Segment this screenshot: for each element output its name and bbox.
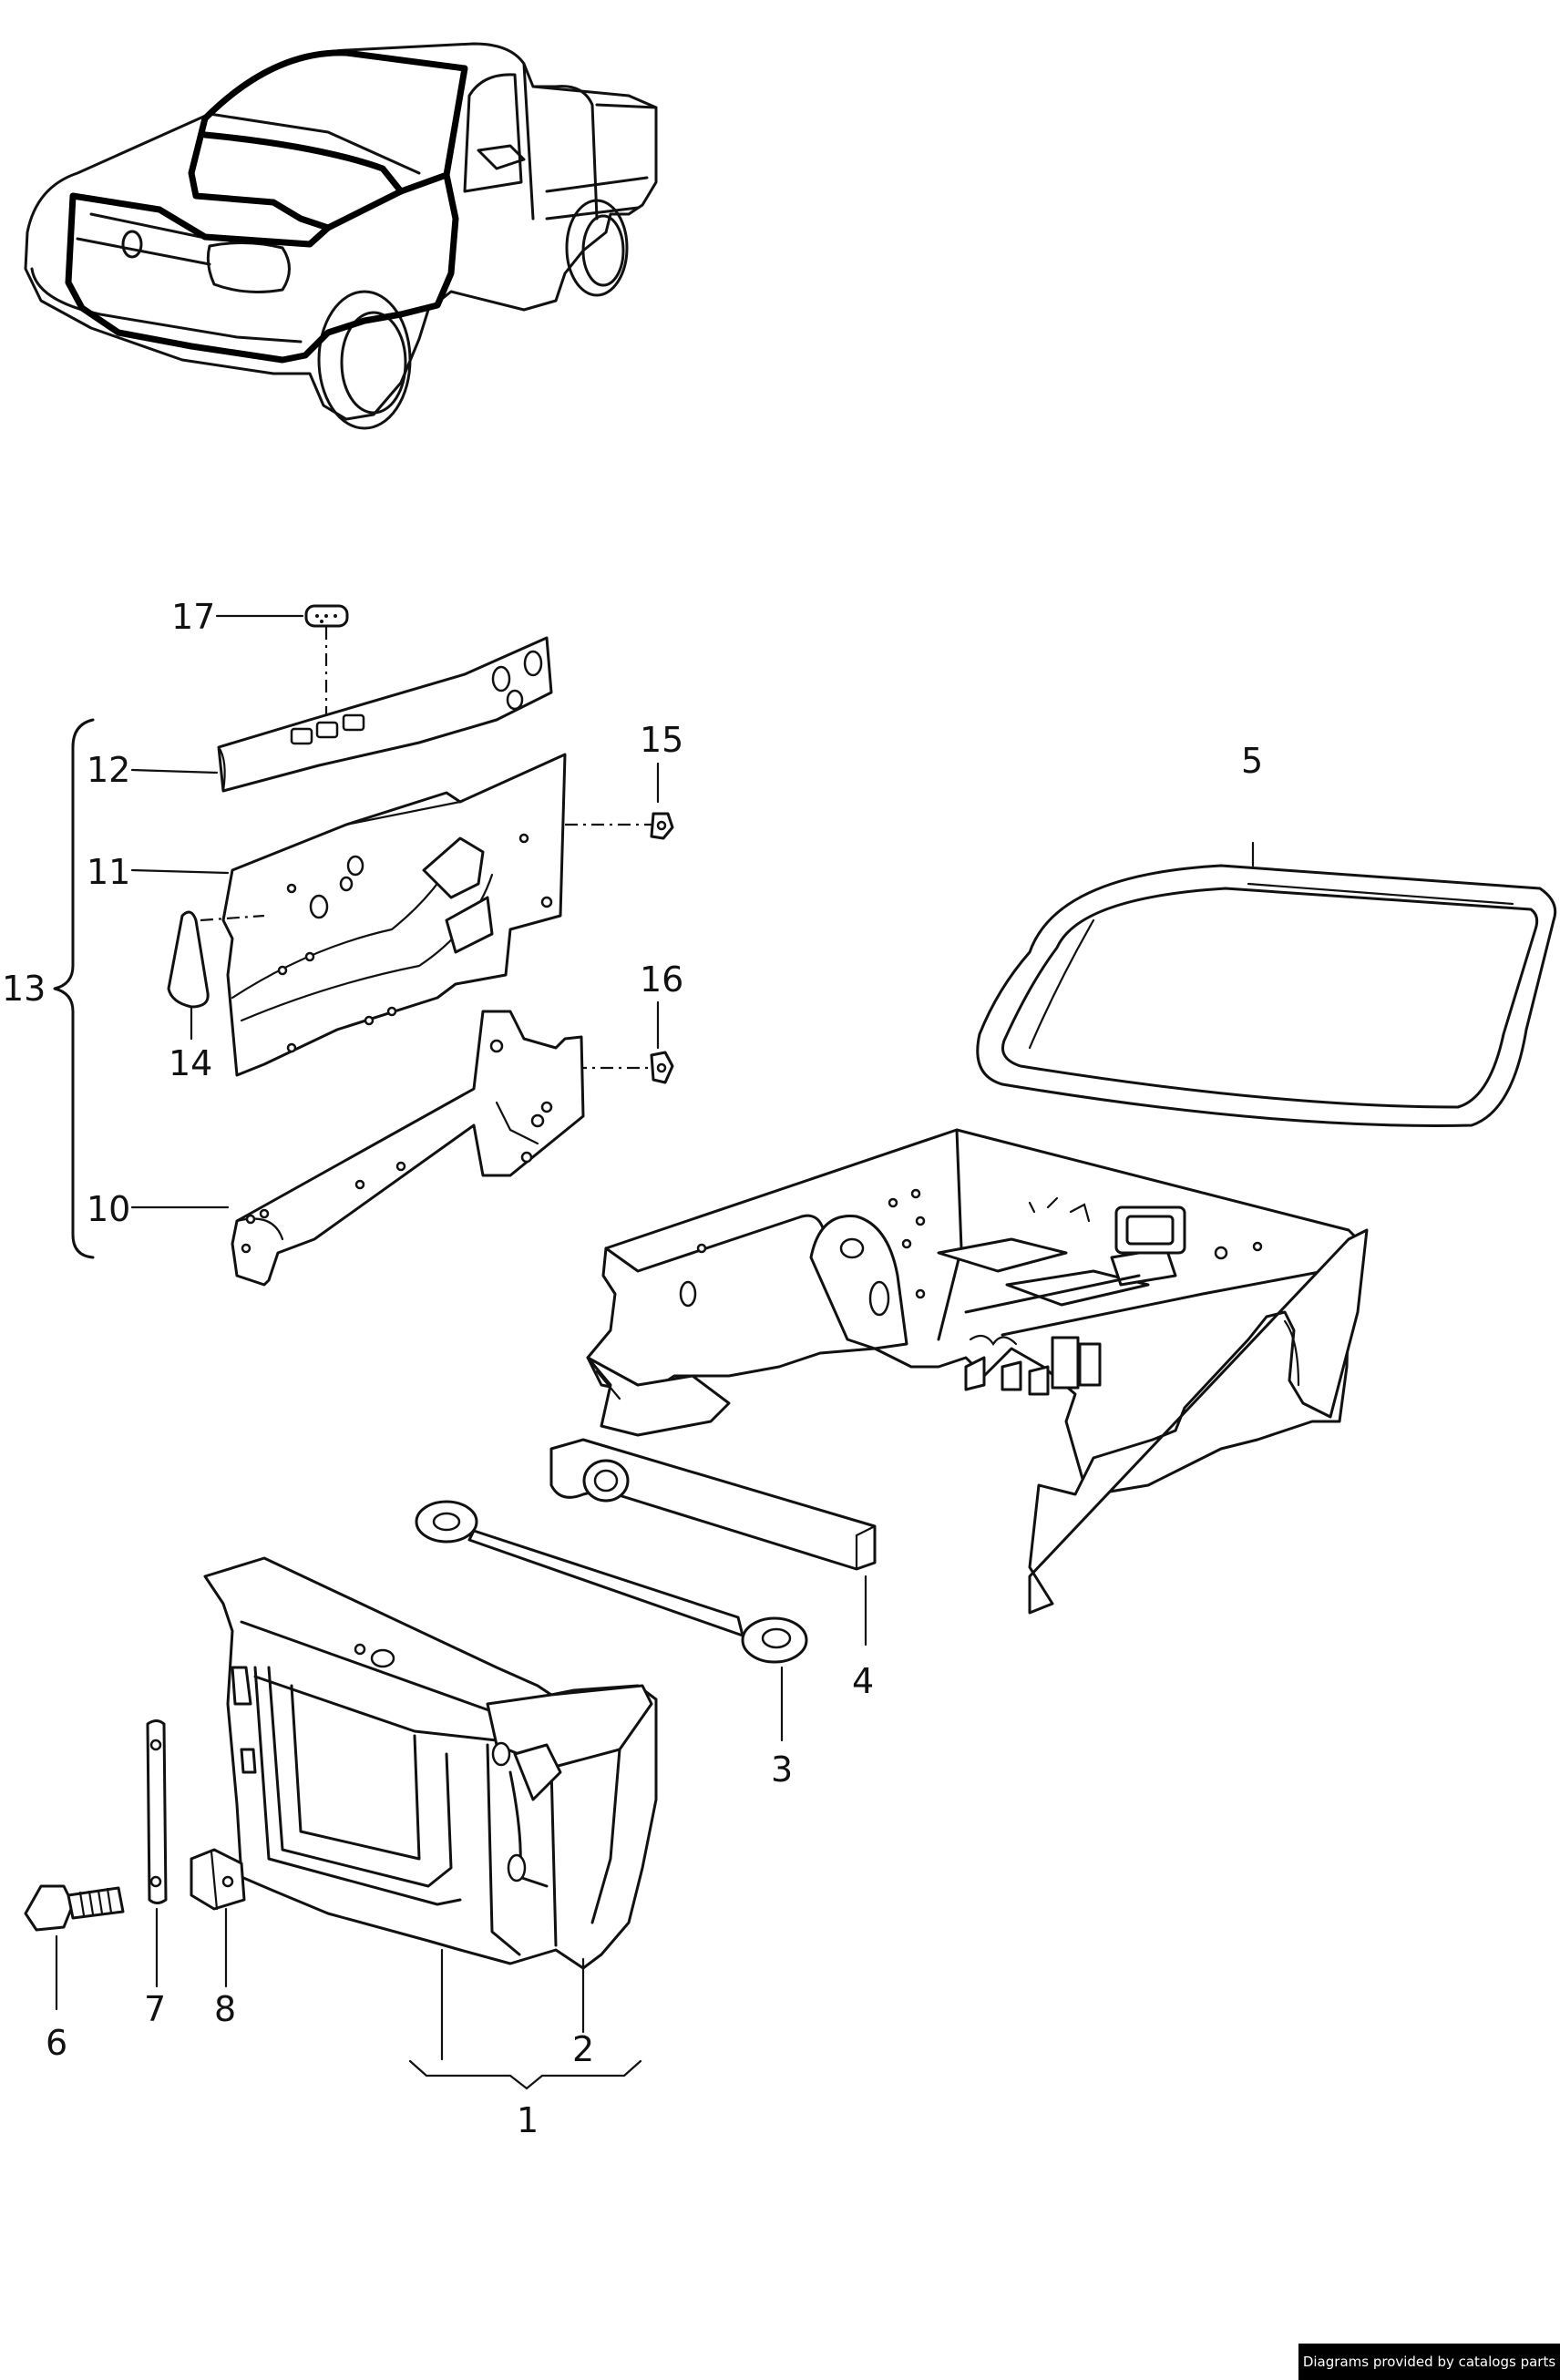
label-1: 1 bbox=[517, 2100, 539, 2140]
label-4: 4 bbox=[852, 1661, 874, 1701]
part-15-nut bbox=[650, 762, 674, 840]
part-6-bolt bbox=[24, 1884, 125, 2011]
label-14: 14 bbox=[169, 1043, 212, 1083]
label-17: 17 bbox=[171, 597, 215, 637]
bracket-13 bbox=[53, 718, 95, 1259]
part-16-nut bbox=[574, 1000, 674, 1084]
label-13: 13 bbox=[2, 969, 46, 1009]
label-2: 2 bbox=[572, 2029, 594, 2069]
footer-credit: Diagrams provided by catalogs parts bbox=[1298, 2344, 1560, 2380]
part-17-pad bbox=[304, 604, 349, 720]
part-11-inner-panel bbox=[221, 753, 652, 1077]
label-15: 15 bbox=[640, 720, 683, 760]
label-3: 3 bbox=[771, 1749, 793, 1790]
label-16: 16 bbox=[640, 959, 683, 1000]
part-3-tie-rod bbox=[415, 1500, 808, 1742]
part-labels: 17 12 11 13 14 10 15 16 5 4 3 2 1 6 7 8 bbox=[2, 597, 1263, 2140]
label-6: 6 bbox=[46, 2023, 67, 2063]
label-5: 5 bbox=[1241, 741, 1263, 781]
label-7: 7 bbox=[144, 1989, 166, 2029]
part-10-lower-rail bbox=[231, 1010, 585, 1287]
part-7-strap bbox=[146, 1719, 168, 1988]
body-front-section bbox=[586, 1128, 1369, 1615]
label-8: 8 bbox=[214, 1989, 236, 2029]
part-5-seal bbox=[976, 841, 1557, 1127]
part-4-stay-bar bbox=[549, 1438, 877, 1647]
part-8-clip bbox=[190, 1848, 246, 1988]
label-12: 12 bbox=[87, 750, 130, 790]
part-14-gusset bbox=[167, 910, 265, 1041]
part-1-front-carrier bbox=[203, 1556, 658, 2090]
part-12-upper-rail bbox=[217, 636, 553, 793]
label-11: 11 bbox=[87, 852, 130, 892]
leader-lines bbox=[130, 614, 304, 1209]
label-10: 10 bbox=[87, 1189, 130, 1229]
vehicle-overview bbox=[24, 42, 658, 430]
